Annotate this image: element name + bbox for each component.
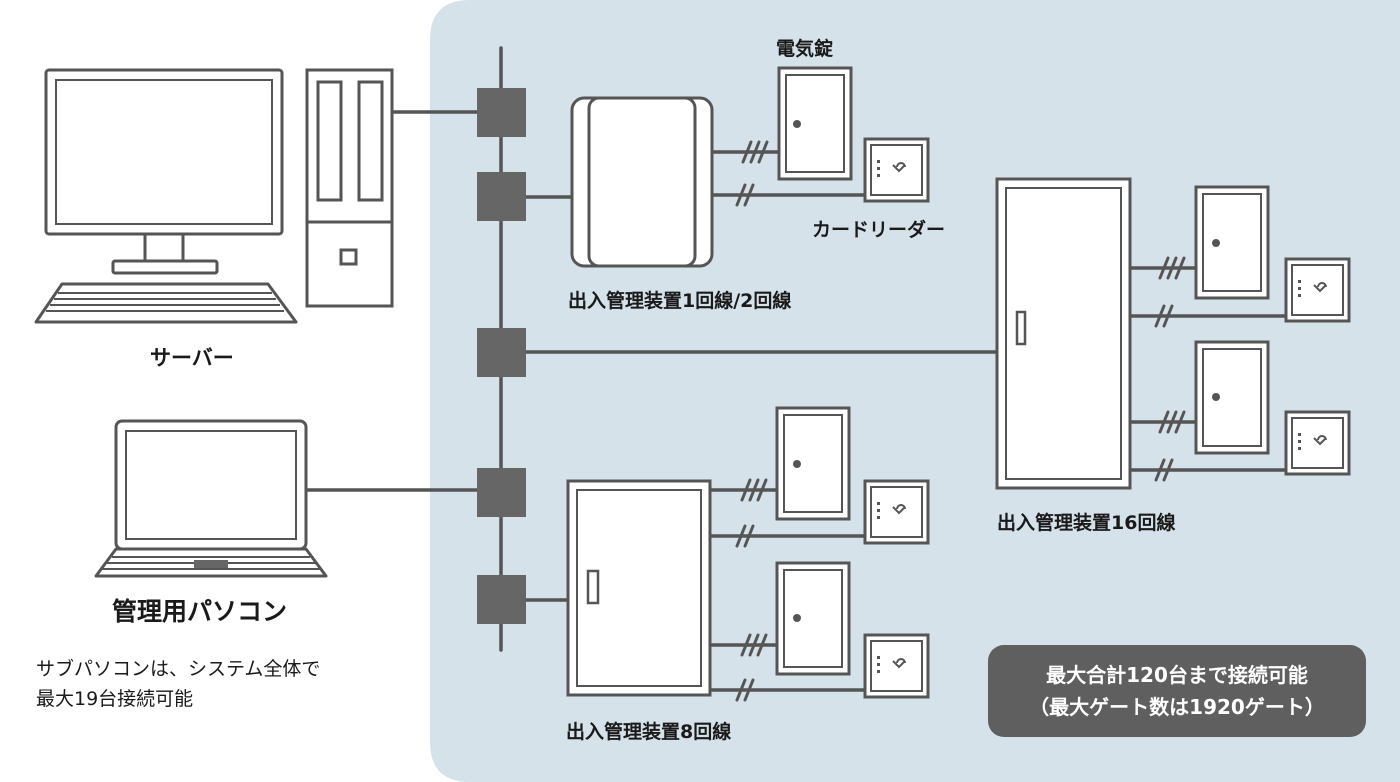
- keyboard-icon: [34, 282, 298, 324]
- capacity-callout: 最大合計120台まで接続可能 （最大ゲート数は1920ゲート）: [988, 645, 1366, 737]
- card-reader-icon: [863, 633, 930, 699]
- electric-lock-icon: [777, 66, 853, 181]
- monitor-icon: [44, 68, 284, 275]
- controller-8-label: 出入管理装置8回線: [566, 721, 732, 743]
- controller-small-icon: [570, 96, 714, 268]
- electric-lock-label: 電気錠: [776, 38, 834, 60]
- controller-16-icon: [995, 177, 1132, 490]
- sub-pc-note: サブパソコンは、システム全体で 最大19台接続可能: [36, 654, 320, 714]
- electric-lock-icon: [775, 561, 851, 676]
- card-reader-icon: [863, 137, 930, 203]
- triple-slash-mark: [740, 633, 768, 657]
- network-hub: [477, 468, 526, 517]
- network-hub: [477, 328, 526, 377]
- server-tower-icon: [305, 68, 394, 308]
- double-slash-mark: [735, 183, 755, 207]
- double-slash-mark: [1154, 304, 1174, 328]
- controller-16-label: 出入管理装置16回線: [997, 512, 1176, 534]
- triple-slash-mark: [740, 478, 768, 502]
- controller-small-label: 出入管理装置1回線/2回線: [568, 290, 792, 312]
- electric-lock-icon: [775, 406, 851, 521]
- card-reader-icon: [1284, 410, 1351, 476]
- double-slash-mark: [735, 524, 755, 548]
- admin-pc-label: 管理用パソコン: [112, 597, 288, 626]
- triple-slash-mark: [1158, 256, 1186, 280]
- server-label: サーバー: [150, 346, 234, 370]
- triple-slash-mark: [741, 140, 769, 164]
- sub-pc-note-line2: 最大19台接続可能: [36, 688, 194, 710]
- double-slash-mark: [735, 678, 755, 702]
- network-hub: [477, 88, 526, 137]
- electric-lock-icon: [1194, 185, 1270, 300]
- laptop-icon: [94, 419, 328, 578]
- network-hub: [477, 575, 526, 624]
- electric-lock-icon: [1194, 340, 1270, 455]
- card-reader-label: カードリーダー: [812, 219, 946, 241]
- triple-slash-mark: [1158, 410, 1186, 434]
- capacity-callout-line1: 最大合計120台まで接続可能: [1046, 663, 1308, 687]
- double-slash-mark: [1154, 458, 1174, 482]
- sub-pc-note-line1: サブパソコンは、システム全体で: [36, 658, 321, 680]
- network-hub: [477, 172, 526, 221]
- capacity-callout-line2: （最大ゲート数は1920ゲート）: [1029, 695, 1325, 719]
- card-reader-icon: [1284, 257, 1351, 323]
- touchpad: [194, 560, 228, 568]
- controller-8-icon: [566, 479, 712, 697]
- card-reader-icon: [863, 479, 930, 545]
